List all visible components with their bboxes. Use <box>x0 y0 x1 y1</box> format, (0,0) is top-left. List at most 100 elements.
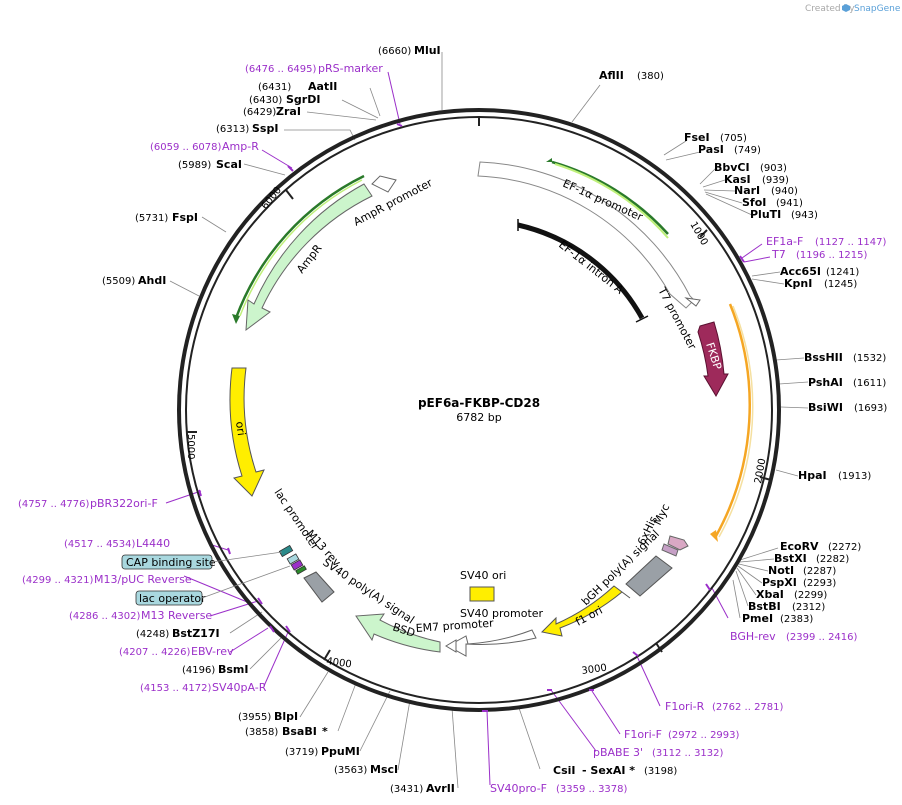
site-name: EcoRV <box>780 540 819 553</box>
em7-label: EM7 promoter <box>415 617 494 635</box>
primer-range: (2972 .. 2993) <box>668 730 740 741</box>
site-name: PpuMI <box>321 745 360 758</box>
site-name: BstZ17I <box>172 627 220 640</box>
ruler-2000: 2000 <box>753 458 768 485</box>
site-name: PluTI <box>750 208 781 221</box>
site-pos: (2293) <box>803 578 836 589</box>
site-pos: (1611) <box>853 378 886 389</box>
primer-name: pBABE 3' <box>593 746 643 759</box>
site-pos: (2282) <box>816 554 849 565</box>
site-pos: (2383) <box>780 614 813 625</box>
primer-name: M13 Reverse <box>141 609 212 622</box>
site-pos: (5731) <box>135 213 168 224</box>
site-pos: (941) <box>776 198 803 209</box>
primer-name: L4440 <box>136 537 170 550</box>
orange-region-feature <box>710 303 754 542</box>
sv40pa-feature <box>303 571 335 603</box>
site-pos: (3198) <box>644 766 677 777</box>
site-name: CsiI <box>553 764 575 777</box>
ef1a-intron-feature <box>517 219 649 323</box>
primer-name: pBR322ori-F <box>90 497 158 510</box>
site-pos: (1913) <box>838 471 871 482</box>
primer-labels: (6476 .. 6495) pRS-marker (6059 .. 6078)… <box>18 62 887 795</box>
site-pos: (1241) <box>826 267 859 278</box>
primer-name: F1ori-F <box>624 728 662 741</box>
ori-feature <box>229 367 265 497</box>
site-pos: (6313) <box>216 124 249 135</box>
plasmid-name: pEF6a-FKBP-CD28 <box>418 396 540 410</box>
site-name: KpnI <box>784 277 812 290</box>
site-pos: (1245) <box>824 279 857 290</box>
site-pos: (3955) <box>238 712 271 723</box>
primer-name: T7 <box>771 248 786 261</box>
cap-binding-site-label: CAP binding site <box>126 556 216 569</box>
site-name: MluI <box>414 44 441 57</box>
site-name: SgrDI <box>286 93 320 106</box>
site-pos: (940) <box>771 186 798 197</box>
primer-range: (4207 .. 4226) <box>119 647 191 658</box>
site-name: NarI <box>734 184 760 197</box>
site-pos: (2272) <box>828 542 861 553</box>
site-name: AatII <box>308 80 337 93</box>
sv40-promoter-label: SV40 promoter <box>460 607 544 620</box>
primer-range: (4757 .. 4776) <box>18 499 90 510</box>
site-pos: (939) <box>762 175 789 186</box>
primer-range: (4286 .. 4302) <box>69 611 141 622</box>
site-name: BstXI <box>774 552 807 565</box>
site-name: AvrII <box>426 782 455 795</box>
site-pos: (749) <box>734 145 761 156</box>
site-name: SspI <box>252 122 278 135</box>
primer-name: EBV-rev <box>191 645 234 658</box>
primer-range: (1127 .. 1147) <box>815 237 887 248</box>
ruler-5000: 5000 <box>185 434 196 459</box>
site-pos: (6429) <box>243 107 276 118</box>
site-name: PmeI <box>742 612 773 625</box>
site-pos: (4196) <box>182 665 215 676</box>
site-name: MscI <box>370 763 398 776</box>
primer-name: M13/pUC Reverse <box>94 573 192 586</box>
site-pos: (3719) <box>285 747 318 758</box>
site-name: BssHII <box>804 351 843 364</box>
ef1a-promoter-feature <box>477 158 695 309</box>
site-name: BsaBI <box>282 725 317 738</box>
site-pos: (6430) <box>249 95 282 106</box>
site-pos: (3858) <box>245 727 278 738</box>
primer-name: EF1a-F <box>766 235 803 248</box>
site-name: BbvCI <box>714 161 750 174</box>
lac-operator-label: lac operator <box>139 592 206 605</box>
primer-range: (6476 .. 6495) <box>245 64 317 75</box>
lac-region-features <box>278 544 307 575</box>
primer-range: (3112 .. 3132) <box>652 748 724 759</box>
site-mark: * <box>322 725 328 738</box>
restriction-sites: (6660) MluI AflII (380) (6431) AatII (64… <box>102 44 887 795</box>
primer-name: BGH-rev <box>730 630 776 643</box>
site-name: AflII <box>599 69 624 82</box>
site-name: BsiWI <box>808 401 843 414</box>
primer-leaders <box>165 71 771 786</box>
primer-range: (3359 .. 3378) <box>556 784 628 795</box>
site-pos: (2312) <box>792 602 825 613</box>
sv40-ori-feature <box>469 586 495 602</box>
site-pos: (4248) <box>136 629 169 640</box>
primer-range: (4299 .. 4321) <box>22 575 94 586</box>
site-name: FseI <box>684 131 710 144</box>
backbone-outer <box>177 108 781 712</box>
primer-range: (2399 .. 2416) <box>786 632 858 643</box>
created-by-label: Created by <box>805 4 855 14</box>
site-name: BlpI <box>274 710 298 723</box>
site-pos: (5989) <box>178 160 211 171</box>
site-pos: (3431) <box>390 784 423 795</box>
site-pos: (943) <box>791 210 818 221</box>
ruler-labels: 1000 2000 3000 4000 5000 6000 <box>185 185 768 677</box>
bgh-feature <box>625 555 673 597</box>
site-name: PspXI <box>762 576 797 589</box>
site-pos: (5509) <box>102 276 135 287</box>
snapgene-logo <box>842 4 850 12</box>
ruler-3000: 3000 <box>581 663 608 677</box>
site-name: ZraI <box>276 105 301 118</box>
primer-name: F1ori-R <box>665 700 705 713</box>
ruler-4000: 4000 <box>326 656 353 670</box>
site-pos: (1693) <box>854 403 887 414</box>
primer-range: (4153 .. 4172) <box>140 683 212 694</box>
ruler-6000: 6000 <box>260 185 284 212</box>
